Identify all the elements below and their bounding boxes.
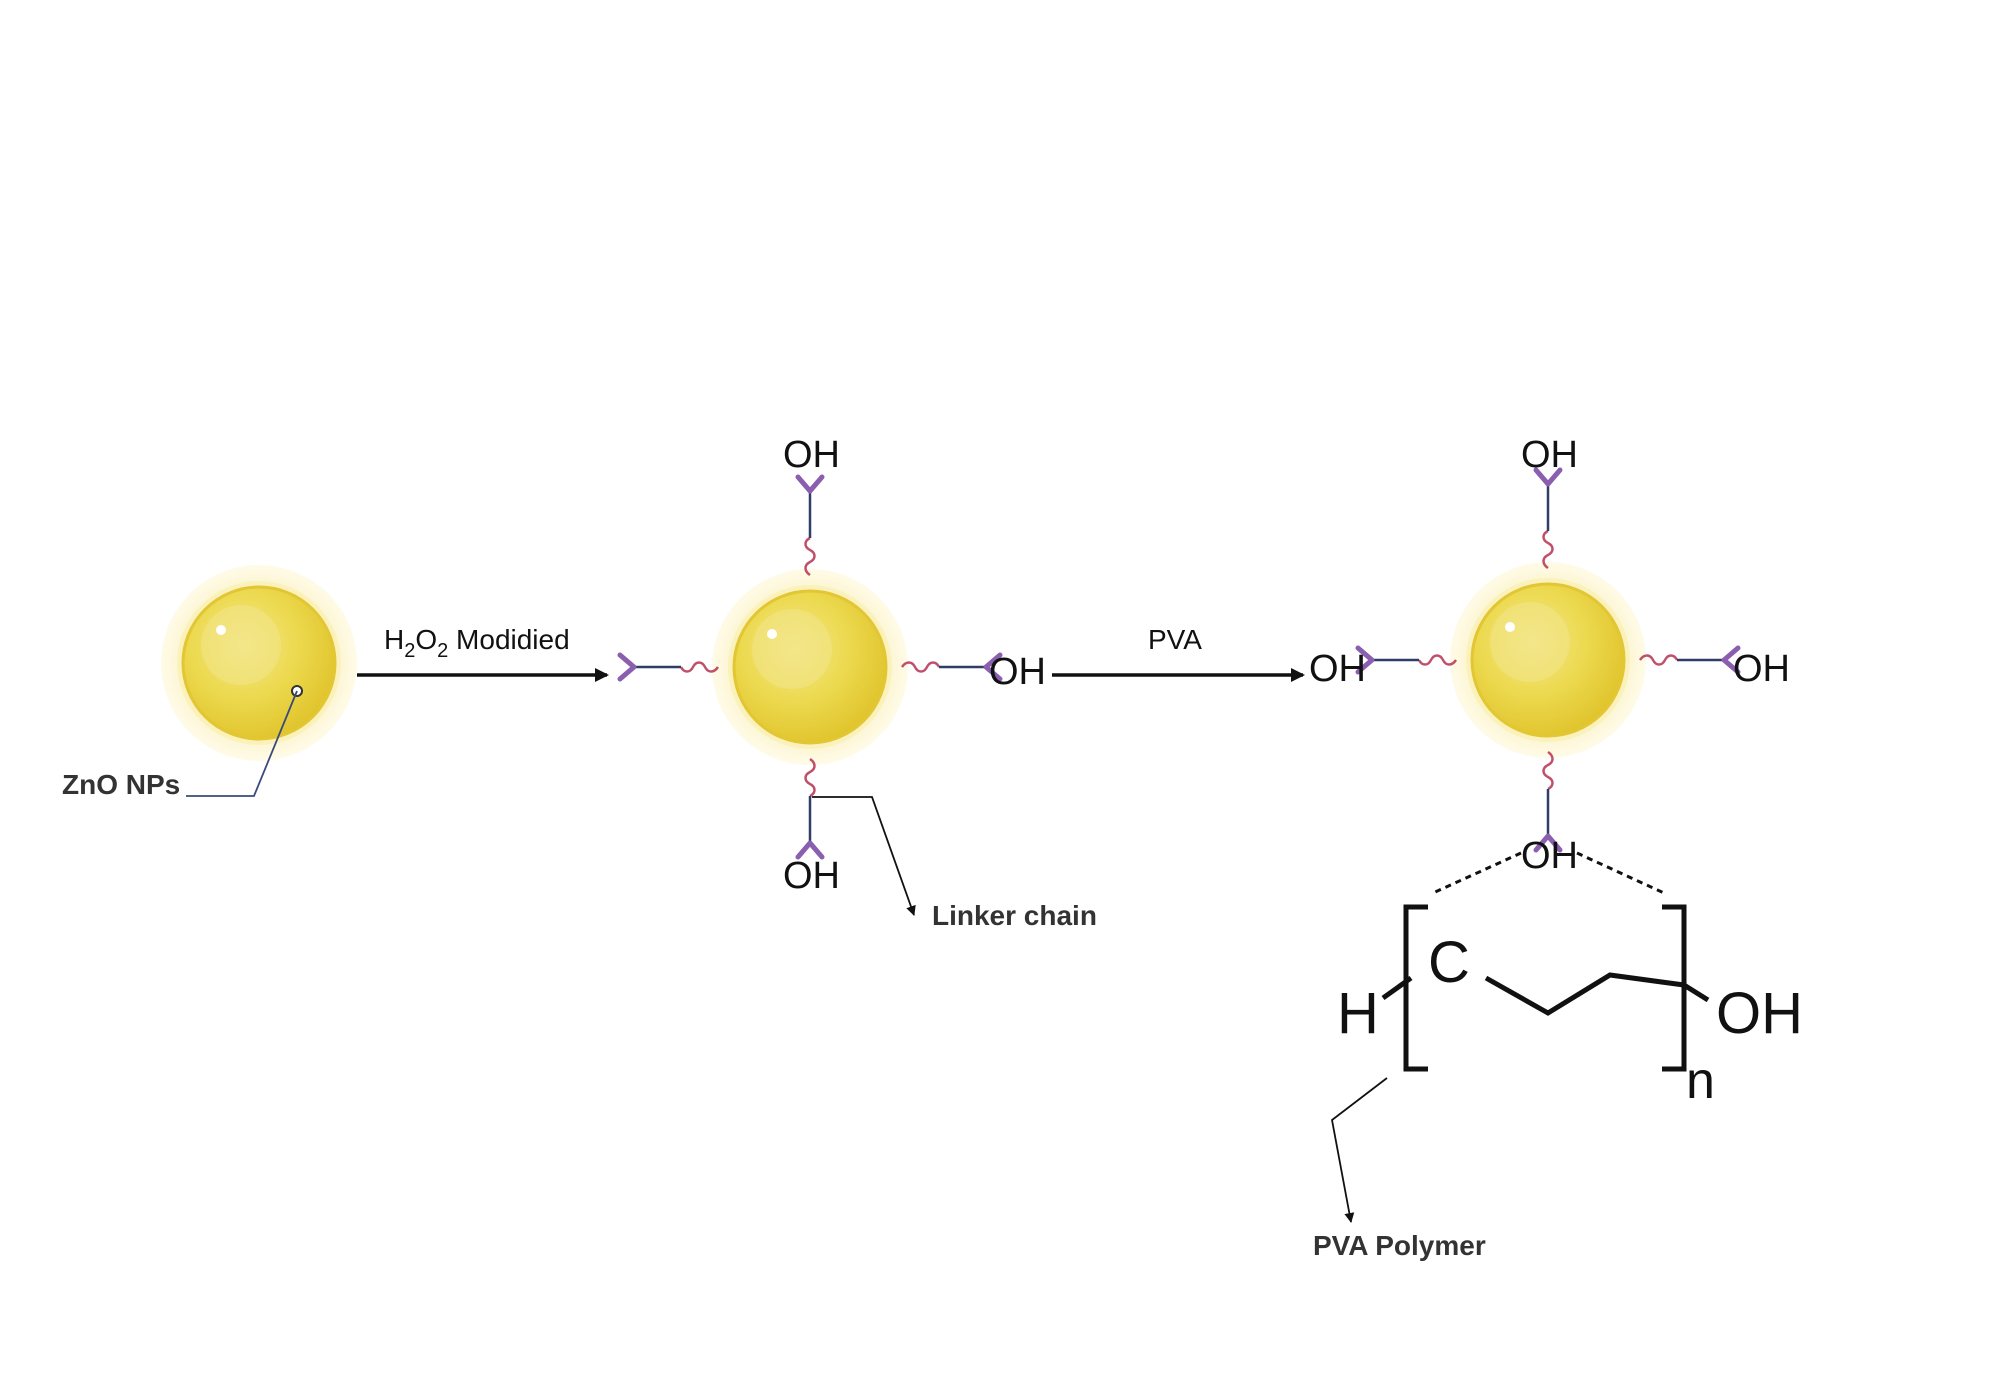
pva-polymer-label: PVA Polymer — [1313, 1230, 1486, 1261]
pva-oh: OH — [1716, 981, 1803, 1046]
zno-nanoparticle-3 — [1358, 470, 1738, 850]
linker-callout-line — [812, 796, 916, 916]
left-bracket — [1403, 904, 1428, 1072]
oh-left-3: OH — [1309, 648, 1366, 690]
right-bracket — [1662, 904, 1687, 1072]
pva-c: C — [1428, 930, 1470, 995]
oh-top-2: OH — [783, 434, 840, 476]
oh-right-2: OH — [989, 651, 1046, 693]
oh-top-3: OH — [1521, 434, 1578, 476]
zno-label: ZnO NPs — [62, 769, 180, 800]
oh-bottom-2: OH — [783, 855, 840, 897]
pva-callout-line — [1331, 1077, 1388, 1223]
pva-h: H — [1337, 981, 1379, 1046]
zno-callout-line — [186, 690, 298, 797]
linker-label: Linker chain — [932, 900, 1097, 931]
arrow2-label: PVA — [1148, 624, 1202, 655]
arrow1-label: H2O2 Modidied — [384, 624, 570, 662]
oh-right-3: OH — [1733, 648, 1790, 690]
zno-nanoparticle-2 — [620, 477, 1000, 857]
oh-bottom-3: OH — [1521, 835, 1578, 877]
zno-nanoparticle-1 — [159, 563, 359, 763]
hbond-left — [1432, 851, 1522, 895]
pva-structure — [1381, 904, 1710, 1072]
hbond-right — [1576, 851, 1665, 895]
pva-n: n — [1686, 1052, 1715, 1110]
